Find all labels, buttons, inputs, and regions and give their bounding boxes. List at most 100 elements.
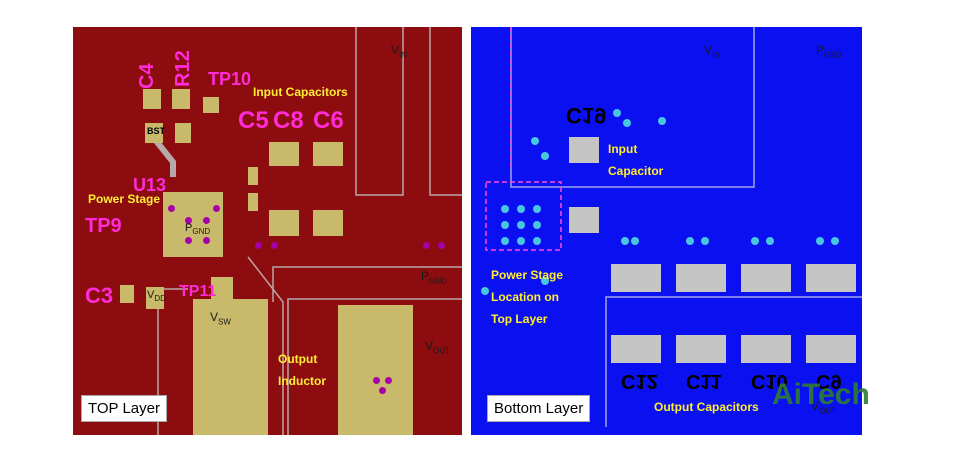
via (203, 237, 210, 244)
via (533, 205, 541, 213)
c6-pad-top (313, 142, 343, 166)
via (517, 205, 525, 213)
via (438, 242, 445, 249)
c10-pad-bottom (741, 335, 791, 363)
power-stage-location-1: Power Stage (491, 268, 564, 282)
via (533, 237, 541, 245)
via (185, 237, 192, 244)
c3-pad (120, 285, 134, 303)
output-inductor-title-1: Output (278, 352, 318, 366)
c6-pad-bottom (313, 210, 343, 236)
vdd-net-label: VDD (147, 289, 166, 304)
via (816, 237, 824, 245)
via (541, 277, 549, 285)
r12-label: R12 (172, 50, 194, 87)
vout-net-label: VOUT (425, 339, 450, 356)
via (751, 237, 759, 245)
r12-pad (172, 89, 190, 109)
via (541, 152, 549, 160)
top-layer-panel: C4 R12 TP10 C5 C8 C6 U13 TP9 C3 TP11 BST… (73, 27, 462, 435)
top-layer-label: TOP Layer (81, 395, 167, 422)
c11-pad-bottom (676, 335, 726, 363)
c11-label: C11 (686, 370, 722, 392)
c12-label: C12 (621, 370, 658, 392)
via (481, 287, 489, 295)
pgnd-net-label: PGND (816, 43, 842, 60)
tp11-pad (211, 277, 233, 299)
vsw-net-label: VSW (210, 310, 231, 327)
power-stage-pad (163, 192, 223, 257)
c12-pad-bottom (611, 335, 661, 363)
via (185, 217, 192, 224)
bottom-traces (485, 27, 862, 427)
c19-pad-bottom (569, 207, 599, 233)
via (831, 237, 839, 245)
via (271, 242, 278, 249)
tp9-label: TP9 (85, 215, 122, 237)
pgnd-right-net-label: PGND (421, 269, 447, 286)
c4-label: C4 (136, 63, 158, 89)
vdd-pad (146, 287, 164, 309)
via (517, 221, 525, 229)
c9-pad-bottom (806, 335, 856, 363)
vin-net-label: VIN (704, 43, 721, 60)
small-pad-1 (248, 167, 258, 185)
r12-pad-2 (175, 123, 191, 143)
via (385, 377, 392, 384)
output-inductor-title-2: Inductor (278, 374, 326, 388)
via (613, 109, 621, 117)
via (501, 221, 509, 229)
via (203, 217, 210, 224)
vout-inductor-pad (338, 305, 413, 435)
via (621, 237, 629, 245)
input-capacitor-title-2: Capacitor (608, 164, 664, 178)
via (701, 237, 709, 245)
vin-net-label: VIN (391, 43, 408, 60)
via (533, 221, 541, 229)
bottom-layer-panel: C19 C12 C11 C10 C9 Input Capacitor Power… (471, 27, 862, 435)
power-stage-location-3: Top Layer (491, 312, 548, 326)
bst-pad (145, 123, 163, 143)
c5-label: C5 (238, 107, 269, 134)
c5-pad-top (269, 142, 299, 166)
c4-pad (143, 89, 161, 109)
tp11-label: TP11 (179, 283, 217, 300)
bottom-layer-label: Bottom Layer (487, 395, 591, 422)
via (623, 119, 631, 127)
power-stage-title: Power Stage (88, 192, 161, 206)
c3-label: C3 (85, 283, 114, 308)
via (631, 237, 639, 245)
u13-label: U13 (133, 175, 167, 195)
c19-label: C19 (566, 103, 607, 128)
via (658, 117, 666, 125)
vsw-pad (193, 299, 268, 435)
input-capacitor-title-1: Input (608, 142, 638, 156)
small-pad-2 (248, 193, 258, 211)
via (531, 137, 539, 145)
tp10-pad (203, 97, 219, 113)
via (373, 377, 380, 384)
c8-label: C8 (273, 107, 304, 134)
tp10-label: TP10 (208, 69, 252, 89)
via (686, 237, 694, 245)
via (255, 242, 262, 249)
c11-pad-top (676, 264, 726, 292)
c5-pad-bottom (269, 210, 299, 236)
input-capacitors-title: Input Capacitors (253, 85, 348, 99)
bst-label: BST (147, 126, 165, 136)
aitech-watermark: AiTech (772, 378, 870, 411)
via (501, 237, 509, 245)
c9-pad-top (806, 264, 856, 292)
via (501, 205, 509, 213)
output-capacitors-title: Output Capacitors (654, 400, 759, 414)
c12-pad-top (611, 264, 661, 292)
vout-net-label: VOUT (811, 399, 836, 416)
c10-pad-top (741, 264, 791, 292)
pgnd-center-net-label: PGND (185, 222, 211, 237)
via (423, 242, 430, 249)
via (213, 205, 220, 212)
c19-pad-top (569, 137, 599, 163)
via (168, 205, 175, 212)
via (379, 387, 386, 394)
via (517, 237, 525, 245)
